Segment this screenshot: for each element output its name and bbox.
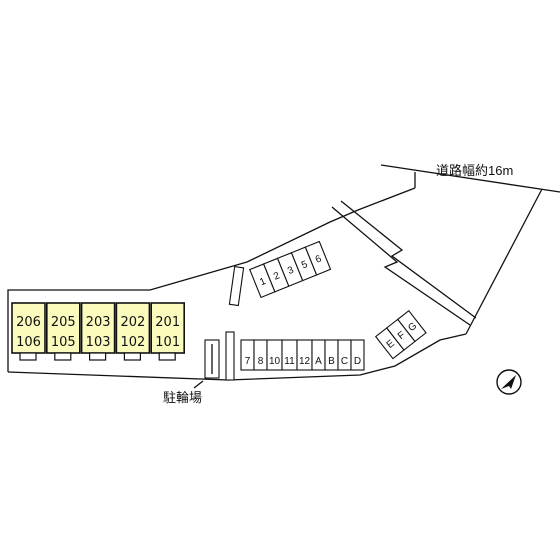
unit-upper-number: 206 [16, 315, 41, 330]
main-road [380, 164, 560, 335]
parking-space-number: 1 [258, 276, 268, 288]
unit-lower-number: 103 [86, 335, 111, 350]
bike-parking-leader [193, 380, 204, 389]
parking-space-number: A [315, 356, 322, 367]
parking-space-number: 6 [314, 253, 324, 265]
parking-space: A [311, 339, 326, 371]
parking-space-number: 3 [286, 265, 296, 277]
unit-upper-number: 202 [120, 315, 145, 330]
parking-space: 10 [266, 339, 283, 371]
parking-space-number: 8 [258, 356, 264, 367]
parking-space-number: 2 [272, 270, 282, 282]
parking-space-number: 10 [269, 356, 281, 367]
parking-space-number: D [354, 356, 361, 367]
parking-space: 7 [240, 339, 255, 371]
parking-space: 12 [296, 339, 313, 371]
parking-space: G [396, 309, 427, 343]
bicycle-parking [204, 339, 220, 379]
parking-space: C [337, 339, 352, 371]
parking-space-number: B [328, 356, 335, 367]
parking-space: 11 [281, 339, 298, 371]
parking-space: 6 [304, 240, 332, 276]
road-width-label: 道路幅約16m [436, 163, 513, 178]
parking-space-number: C [341, 356, 348, 367]
parking-row-angled: EFG [374, 309, 427, 360]
road-break-mark [331, 200, 477, 326]
parking-space: B [324, 339, 339, 371]
parking-space-number: 11 [284, 356, 295, 367]
unit-lower-number: 101 [155, 335, 180, 350]
parking-space: 8 [253, 339, 268, 371]
parking-space-number: 7 [245, 356, 251, 367]
parking-space-number: F [396, 330, 408, 342]
unit-lower-number: 102 [120, 335, 145, 350]
unit-upper-number: 203 [86, 315, 111, 330]
parking-space: E [374, 327, 405, 360]
divider-bars [225, 266, 245, 381]
unit-lower-number: 106 [16, 335, 41, 350]
unit-upper-number: 201 [155, 315, 180, 330]
property-boundary [7, 187, 467, 381]
bike-parking-label: 駐輪場 [163, 390, 202, 405]
parking-space: D [350, 339, 365, 371]
north-arrow-icon [496, 369, 522, 395]
parking-space-number: 12 [299, 356, 311, 367]
unit-lower-number: 105 [51, 335, 76, 350]
parking-space-number: 5 [300, 259, 310, 271]
unit-upper-number: 205 [51, 315, 76, 330]
